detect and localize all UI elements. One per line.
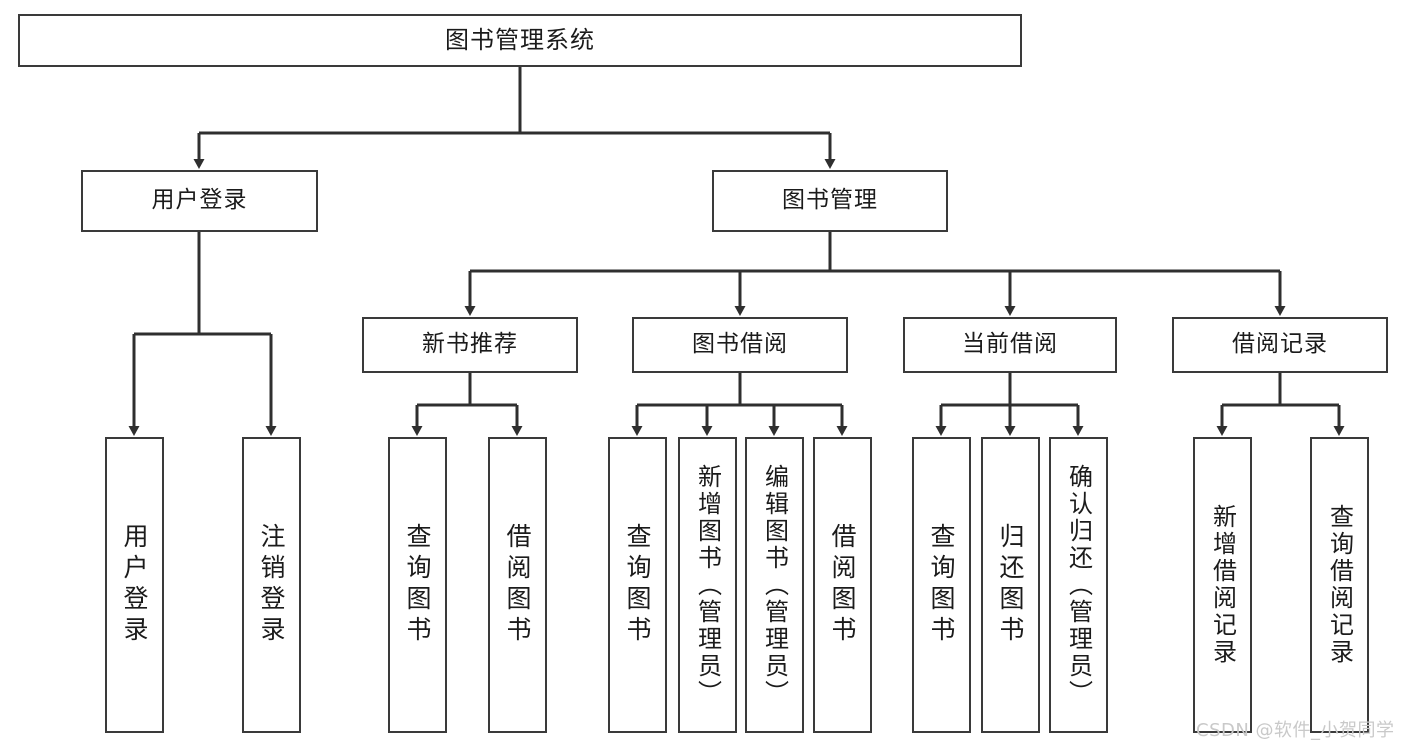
node-label: 查询图书 xyxy=(623,523,652,647)
node-current-borrow[interactable]: 当前借阅 xyxy=(903,317,1117,373)
node-label: 查询图书 xyxy=(927,523,956,647)
node-label: 图书借阅 xyxy=(692,331,788,358)
node-label: 查询借阅记录 xyxy=(1325,504,1354,666)
leaf-query-books-borrow[interactable]: 查询图书 xyxy=(608,437,667,733)
leaf-query-borrow-record[interactable]: 查询借阅记录 xyxy=(1310,437,1369,733)
leaf-edit-book-admin[interactable]: 编辑图书（管理员） xyxy=(745,437,804,733)
node-label: 当前借阅 xyxy=(962,331,1058,358)
node-label: 编辑图书（管理员） xyxy=(760,463,789,707)
leaf-confirm-return-admin[interactable]: 确认归还（管理员） xyxy=(1049,437,1108,733)
node-label: 新书推荐 xyxy=(422,331,518,358)
csdn-watermark: CSDN @软件_小贺同学 xyxy=(1196,720,1395,741)
node-label: 注销登录 xyxy=(257,523,286,647)
leaf-return-books[interactable]: 归还图书 xyxy=(981,437,1040,733)
node-label: 借阅图书 xyxy=(828,523,857,647)
node-user-login[interactable]: 用户登录 xyxy=(81,170,318,232)
leaf-user-login[interactable]: 用户登录 xyxy=(105,437,164,733)
leaf-add-book-admin[interactable]: 新增图书（管理员） xyxy=(678,437,737,733)
node-label: 借阅图书 xyxy=(503,523,532,647)
leaf-borrow-books[interactable]: 借阅图书 xyxy=(813,437,872,733)
node-label: 用户登录 xyxy=(120,523,149,647)
leaf-query-books-recommend[interactable]: 查询图书 xyxy=(388,437,447,733)
node-borrow-records[interactable]: 借阅记录 xyxy=(1172,317,1388,373)
node-root-system[interactable]: 图书管理系统 xyxy=(18,14,1022,67)
node-book-management[interactable]: 图书管理 xyxy=(712,170,948,232)
node-label: 新增借阅记录 xyxy=(1208,504,1237,666)
node-label: 用户登录 xyxy=(151,187,248,214)
leaf-query-books-current[interactable]: 查询图书 xyxy=(912,437,971,733)
node-new-book-recommend[interactable]: 新书推荐 xyxy=(362,317,578,373)
leaf-add-borrow-record[interactable]: 新增借阅记录 xyxy=(1193,437,1252,733)
node-label: 查询图书 xyxy=(403,523,432,647)
leaf-borrow-books-recommend[interactable]: 借阅图书 xyxy=(488,437,547,733)
node-label: 归还图书 xyxy=(996,523,1025,647)
node-label: 图书管理 xyxy=(782,187,878,214)
node-label: 借阅记录 xyxy=(1232,331,1328,358)
leaf-logout[interactable]: 注销登录 xyxy=(242,437,301,733)
node-label: 新增图书（管理员） xyxy=(693,463,722,707)
node-label: 确认归还（管理员） xyxy=(1064,463,1093,707)
node-book-borrow[interactable]: 图书借阅 xyxy=(632,317,848,373)
node-label: 图书管理系统 xyxy=(445,26,595,55)
